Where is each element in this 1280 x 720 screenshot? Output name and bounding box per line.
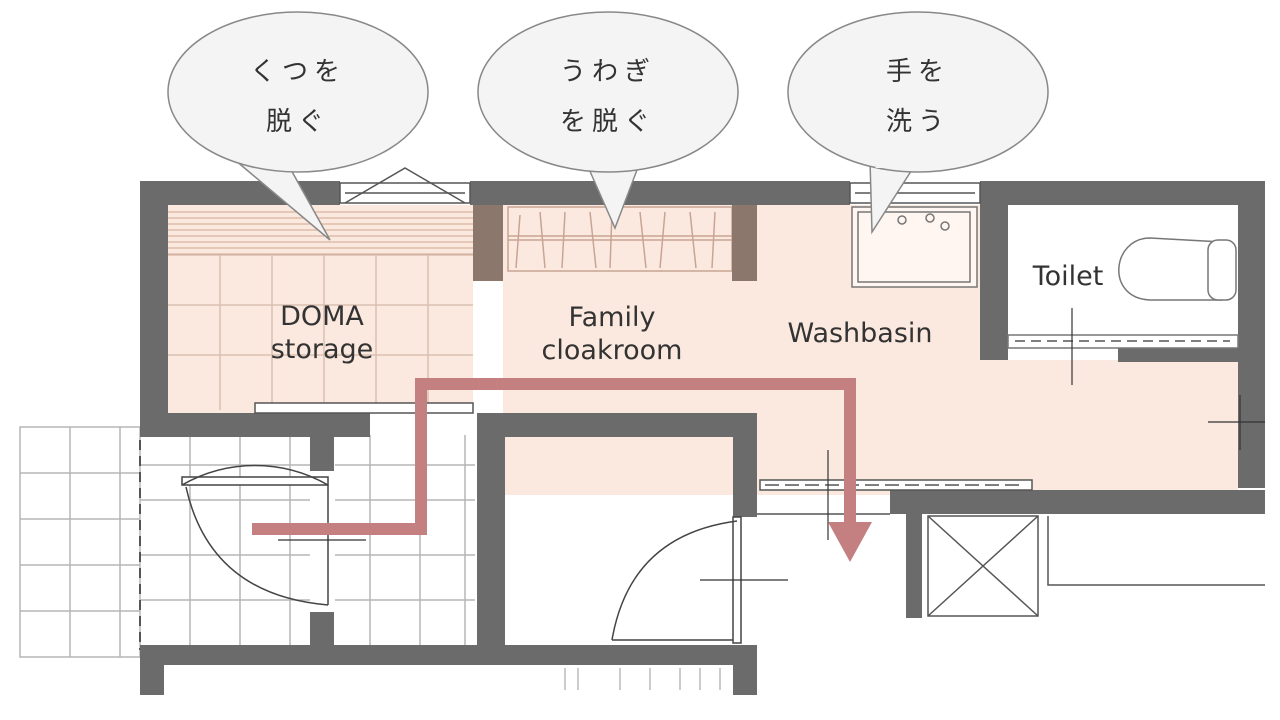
- bubble-3-line2: 洗う: [886, 107, 950, 137]
- toilet-room: [1007, 205, 1265, 450]
- arrow-head-icon: [828, 522, 872, 562]
- speech-bubble-3: 手を 洗う: [787, 11, 1049, 235]
- entrance-tile-grid: [19, 426, 475, 658]
- toilet-label: Toilet: [1032, 261, 1104, 292]
- speech-bubble-2: うわぎ を脱ぐ: [477, 11, 739, 230]
- shoe-shelf: [168, 211, 473, 255]
- speech-bubble-1: くつを 脱ぐ: [167, 11, 429, 241]
- doma-tile-grid: [168, 254, 473, 410]
- walls: [140, 181, 1265, 695]
- bubble-1-line2: 脱ぐ: [266, 107, 330, 137]
- bubble-2-line1: うわぎ: [560, 57, 656, 87]
- washbasin-counter: [851, 206, 978, 288]
- route-arrow: [252, 378, 872, 562]
- interior-door: [611, 516, 788, 644]
- door-sills: [254, 402, 1033, 515]
- bottom-shelving: [564, 668, 721, 690]
- doma-label-line1: DOMA: [280, 301, 364, 332]
- hall-floor: [988, 360, 1238, 492]
- bubble-3-line1: 手を: [886, 57, 950, 87]
- toilet-bowl-icon: [1118, 237, 1223, 301]
- wall-top-left: [140, 181, 168, 415]
- cloakroom-label-line1: Family: [569, 302, 656, 333]
- cloakroom-label-line2: cloakroom: [542, 335, 683, 366]
- storage-box: [927, 515, 1265, 617]
- bubble-2-line2: を脱ぐ: [560, 107, 656, 137]
- entrance-door: [181, 464, 329, 606]
- washbasin-label: Washbasin: [787, 318, 932, 349]
- doma-label-line2: storage: [271, 334, 374, 365]
- cross-marks: [278, 450, 829, 541]
- bubble-1-line1: くつを: [250, 57, 346, 87]
